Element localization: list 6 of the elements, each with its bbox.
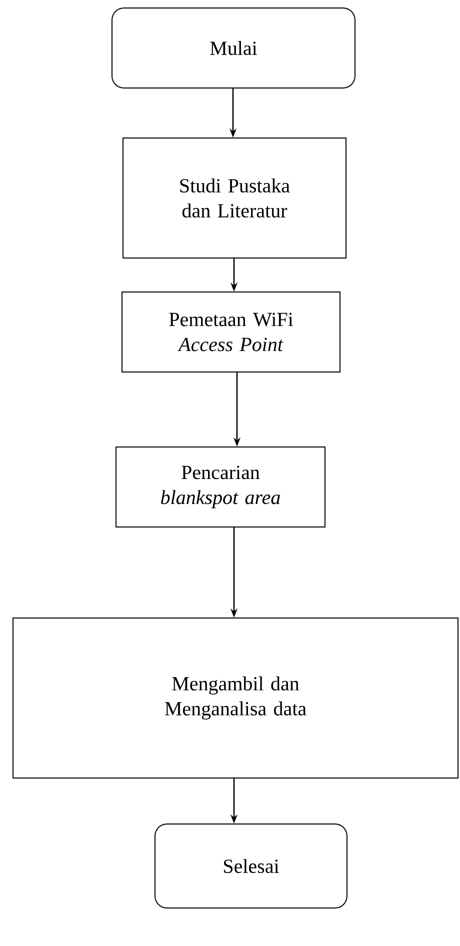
process-box: Studi Pustaka dan Literatur <box>122 138 346 258</box>
terminal-box: Selesai <box>154 824 348 908</box>
terminal-box: Mulai <box>112 8 356 88</box>
process-box: Pemetaan WiFi Access Point <box>122 292 340 372</box>
process-box: Pencarian blankspot area <box>116 446 326 528</box>
process-box: Mengambil dan Menganalisa data <box>12 618 458 778</box>
